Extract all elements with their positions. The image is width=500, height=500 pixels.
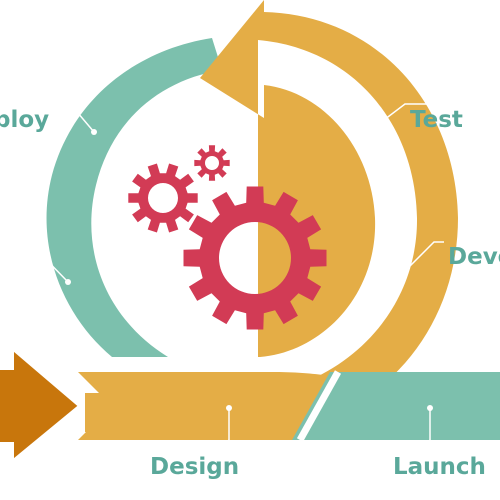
connector-lines bbox=[20, 103, 455, 457]
connector-develop bbox=[395, 241, 444, 281]
connector-dot-launch bbox=[427, 405, 433, 411]
connector-dot-develop bbox=[393, 277, 399, 283]
connector-test bbox=[367, 103, 455, 133]
connector-dot-deploy bbox=[91, 129, 97, 135]
connector-launch bbox=[411, 408, 431, 457]
arrow-white-edge bbox=[12, 345, 84, 465]
large-gear-icon bbox=[183, 186, 327, 330]
connector-dot-test bbox=[365, 129, 371, 135]
connector-dot-design bbox=[226, 405, 232, 411]
connector-dot-analyze bbox=[65, 279, 71, 285]
connector-analyze bbox=[20, 244, 69, 283]
label-test: Test bbox=[410, 107, 463, 133]
label-launch: Launch bbox=[393, 454, 486, 480]
teal-arc-left bbox=[46, 38, 223, 357]
orange-arrow bbox=[0, 348, 82, 462]
label-develop: Deve bbox=[448, 244, 500, 270]
connector-design bbox=[209, 408, 230, 457]
gears-group bbox=[128, 145, 327, 330]
label-deploy: ploy bbox=[0, 107, 50, 133]
small-gear-icon bbox=[194, 145, 230, 181]
teal-band-right bbox=[292, 372, 500, 440]
connector-deploy bbox=[58, 105, 95, 133]
band-separator bbox=[296, 370, 342, 442]
medium-gear-icon bbox=[128, 163, 198, 233]
label-design: Design bbox=[150, 454, 240, 480]
gold-band bbox=[78, 372, 352, 440]
